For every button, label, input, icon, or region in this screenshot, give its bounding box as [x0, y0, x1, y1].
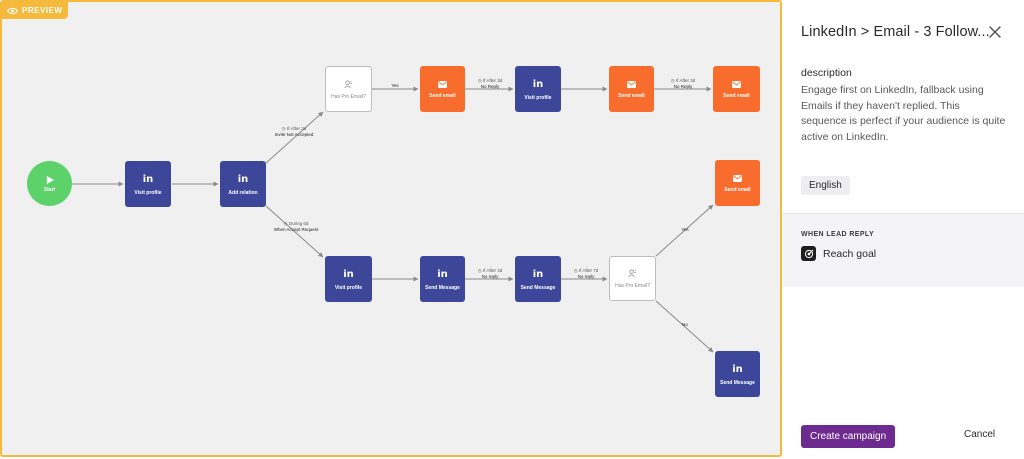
- goal-label: Reach goal: [823, 247, 877, 260]
- edge-label-no-reply-3: ◷ If After 3d No reply: [477, 267, 503, 279]
- edge-condition: No Reply: [480, 84, 500, 89]
- lead-reply-label: WHEN LEAD REPLY: [801, 231, 875, 238]
- panel-title: LinkedIn > Email - 3 Follow...: [801, 24, 990, 40]
- node-send-message-2[interactable]: in Send Message: [515, 256, 561, 302]
- cancel-button[interactable]: Cancel: [964, 429, 996, 440]
- node-label: Send email: [723, 92, 750, 99]
- linkedin-icon: in: [732, 363, 743, 375]
- edge-haspro2-sendmessage3: [655, 300, 714, 353]
- node-label: Send Message: [425, 285, 460, 292]
- node-label: Visit profile: [334, 285, 363, 292]
- close-button[interactable]: [987, 24, 1003, 40]
- node-label: Send email: [618, 92, 645, 99]
- edge-label-when-accept: ◷ During 6d When Accept Request: [273, 220, 319, 232]
- node-label: Visit profile: [524, 95, 552, 102]
- side-panel: LinkedIn > Email - 3 Follow... descripti…: [783, 0, 1024, 459]
- node-has-pro-email-2[interactable]: Has Pro Email?: [609, 256, 656, 301]
- edge-condition: No Reply: [673, 84, 693, 89]
- edge-delay: During 6d: [288, 220, 309, 226]
- edge-label-yes-top: Yes: [391, 83, 398, 89]
- mail-icon: [733, 174, 742, 182]
- eye-icon: [7, 7, 18, 14]
- contact-icon: [344, 80, 353, 89]
- node-label: Has Pro Email?: [615, 283, 650, 290]
- node-start[interactable]: Start: [27, 161, 72, 206]
- close-icon: [989, 26, 1001, 38]
- edge-condition: No reply: [481, 274, 499, 279]
- lead-reply-section: WHEN LEAD REPLY Reach goal: [783, 213, 1024, 287]
- target-icon: [801, 246, 816, 261]
- node-send-email-1[interactable]: Send email: [420, 66, 465, 112]
- node-visit-profile-1[interactable]: in Visit profile: [125, 161, 171, 207]
- node-send-message-3[interactable]: in Send Message: [715, 351, 760, 397]
- edge-delay: If After 7d: [578, 267, 599, 273]
- edge-delay: If After 3d: [286, 125, 307, 131]
- linkedin-icon: in: [532, 268, 544, 280]
- edge-condition: No: [682, 321, 688, 327]
- linkedin-icon: in: [343, 268, 354, 280]
- linkedin-icon: in: [532, 78, 544, 90]
- edge-condition: Invite Not Accepted: [274, 132, 314, 137]
- node-send-email-3[interactable]: Send email: [713, 66, 760, 112]
- mail-icon: [438, 80, 447, 88]
- preview-badge: PREVIEW: [2, 2, 69, 19]
- edge-delay: If After 3d: [482, 77, 503, 83]
- edge-addrelation-visit3: [265, 205, 324, 258]
- description-text: Engage first on LinkedIn, fallback using…: [801, 84, 1006, 143]
- node-visit-profile-2[interactable]: in Visit profile: [515, 66, 561, 112]
- preview-label: PREVIEW: [22, 6, 63, 15]
- node-send-email-2[interactable]: Send email: [609, 66, 654, 112]
- node-label: Send email: [429, 92, 456, 99]
- node-label: Start: [43, 186, 56, 193]
- node-send-email-4[interactable]: Send email: [715, 160, 760, 206]
- edge-label-yes-bottom: Yes: [681, 227, 688, 233]
- description-label: description: [801, 67, 852, 79]
- node-label: Send Message: [720, 380, 755, 387]
- language-tag: English: [801, 176, 850, 195]
- linkedin-icon: in: [142, 173, 154, 185]
- edge-condition: When Accept Request: [273, 227, 319, 232]
- edge-label-no-reply-1: ◷ If After 3d No Reply: [477, 77, 503, 89]
- contact-icon: [628, 269, 637, 278]
- node-add-relation[interactable]: in Add relation: [220, 161, 266, 207]
- edge-haspro2-sendemail4: [655, 204, 714, 257]
- node-label: Add relation: [228, 190, 258, 197]
- node-label: Visit profile: [134, 190, 162, 197]
- node-send-message-1[interactable]: in Send Message: [420, 256, 465, 302]
- flow-edges: [72, 86, 714, 353]
- mail-icon: [732, 80, 741, 88]
- edge-delay: If After 3d: [482, 267, 503, 273]
- edge-label-invite-not-accepted: ◷ If After 3d Invite Not Accepted: [274, 125, 314, 137]
- edge-addrelation-haspro: [265, 111, 324, 164]
- play-icon: [46, 175, 54, 184]
- edge-label-no-reply-2: ◷ If After 3d No Reply: [670, 77, 696, 89]
- goal-row: Reach goal: [801, 246, 876, 261]
- node-label: Send email: [724, 186, 751, 193]
- mail-icon: [627, 80, 636, 88]
- node-has-pro-email-1[interactable]: Has Pro Email?: [325, 66, 372, 112]
- flow-canvas[interactable]: PREVIEW ◷ If After 3d Invite Not Accepte…: [0, 0, 782, 457]
- edge-label-no-reply-4: ◷ If After 7d No reply: [573, 267, 599, 279]
- edge-delay: If After 3d: [675, 77, 696, 83]
- create-campaign-button[interactable]: Create campaign: [801, 425, 896, 448]
- linkedin-icon: in: [237, 173, 249, 185]
- node-label: Has Pro Email?: [331, 93, 366, 100]
- edge-label-no-bottom: No: [682, 322, 688, 328]
- node-visit-profile-3[interactable]: in Visit profile: [325, 256, 372, 302]
- edge-condition: Yes: [391, 82, 399, 88]
- edge-condition: Yes: [681, 226, 689, 232]
- linkedin-icon: in: [437, 268, 448, 280]
- node-label: Send Message: [520, 285, 556, 292]
- edge-condition: No reply: [577, 274, 595, 279]
